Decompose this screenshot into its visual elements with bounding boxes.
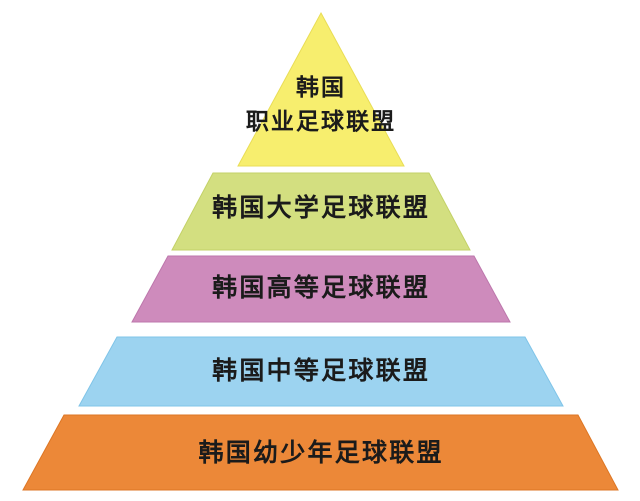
pyramid-tier-3-shape[interactable] xyxy=(131,255,511,323)
pyramid-tier-5-shape[interactable] xyxy=(22,414,619,491)
pyramid-tier-4-shape[interactable] xyxy=(78,336,564,407)
pyramid-tier-1-shape[interactable] xyxy=(237,11,405,167)
pyramid-tier-2-shape[interactable] xyxy=(171,172,471,251)
